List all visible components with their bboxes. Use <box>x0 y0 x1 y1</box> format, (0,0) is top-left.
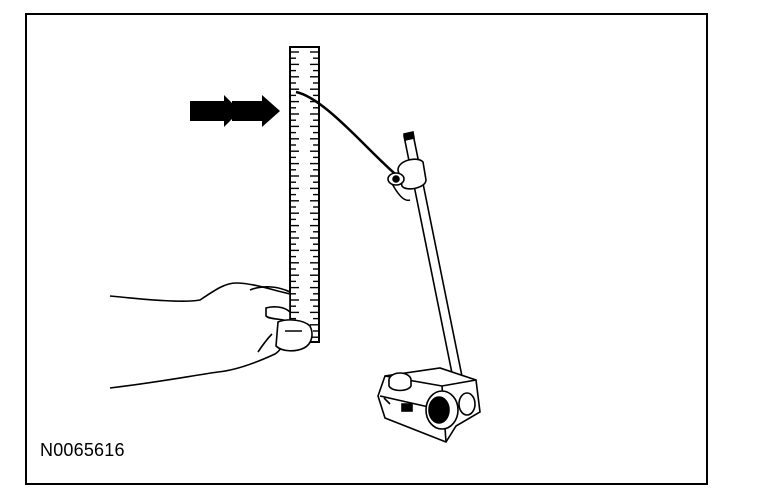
ruler-icon <box>289 46 320 343</box>
figure-frame <box>25 13 708 485</box>
figure-id-label: N0065616 <box>40 440 125 460</box>
magnetic-base-indicator-icon <box>377 131 481 443</box>
indicator-cable <box>295 90 401 179</box>
double-arrow-right-icon <box>190 95 280 127</box>
hand-icon <box>109 282 313 389</box>
